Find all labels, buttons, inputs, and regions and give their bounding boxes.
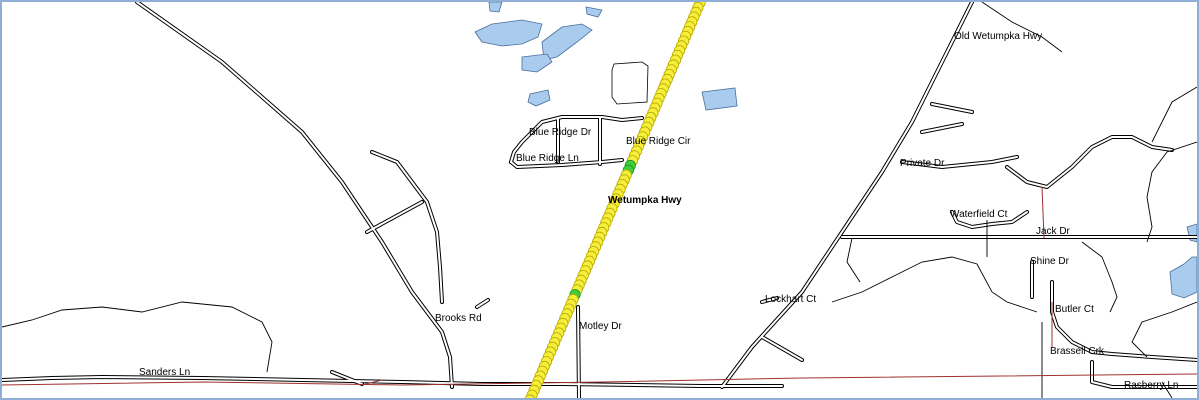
label-brassell-crk: Brassell Crk [1050,346,1105,357]
water-body [585,6,603,18]
label-blue-ridge-cir: Blue Ridge Cir [626,136,691,147]
water-body [527,89,551,107]
label-blue-ridge-ln: Blue Ridge Ln [516,153,579,164]
label-butler-ct: Butler Ct [1055,304,1094,315]
label-lockhart-ct: Lockhart Ct [765,294,816,305]
label-rasberry-ln: Rasberry Ln [1124,380,1178,391]
label-sanders-ln: Sanders Ln [139,367,190,378]
boundary-lines [2,186,1197,386]
label-old-wetumpka-hwy: Old Wetumpka Hwy [954,31,1042,42]
label-waterfield-ct: Waterfield Ct [950,209,1008,220]
label-wetumpka-hwy: Wetumpka Hwy [608,195,682,206]
water-body [1169,256,1197,299]
label-blue-ridge-dr: Blue Ridge Dr [529,127,592,138]
label-motley-dr: Motley Dr [579,321,622,332]
water-body [541,23,593,61]
label-brooks-rd: Brooks Rd [435,313,482,324]
pond-outline [611,61,649,105]
label-jack-dr: Jack Dr [1036,226,1071,237]
water-body [474,19,543,47]
label-private-dr: Private Dr [900,158,945,169]
water-bodies [474,2,1197,299]
track-point [524,394,536,398]
label-shine-dr: Shine Dr [1030,256,1070,267]
water-body [701,87,738,111]
gps-track [524,2,706,398]
water-body [521,53,553,73]
map-labels: Old Wetumpka Hwy Blue Ridge Dr Blue Ridg… [139,31,1178,391]
water-body [1186,223,1197,243]
water-body [488,2,503,13]
